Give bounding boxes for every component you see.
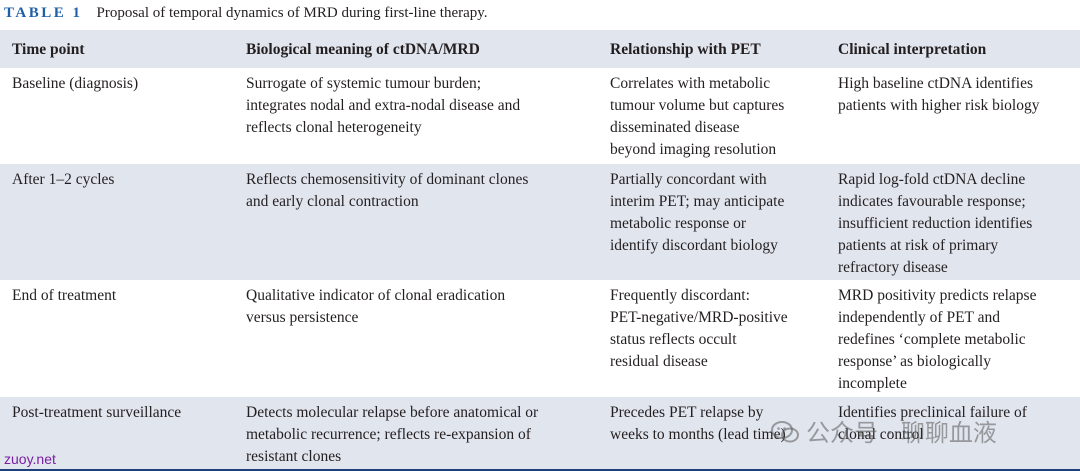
cell-relationship-pet: Correlates with metabolic tumour volume b… — [610, 73, 830, 161]
cell-relationship-pet: Frequently discordant: PET-negative/MRD-p… — [610, 285, 830, 373]
header-relationship-pet: Relationship with PET — [610, 41, 761, 58]
cell-line: integrates nodal and extra-nodal disease… — [246, 97, 521, 114]
cell-line: insufficient reduction identifies — [838, 215, 1033, 232]
cell-line: indicates favourable response; — [838, 193, 1026, 210]
cell-line: redefines ‘complete metabolic — [838, 331, 1026, 348]
cell-line: clonal control — [838, 426, 924, 443]
cell-line: After 1–2 cycles — [12, 171, 115, 188]
header-clinical-interpretation: Clinical interpretation — [838, 41, 987, 58]
table-caption: TABLE 1 Proposal of temporal dynamics of … — [4, 2, 488, 24]
cell-line: response’ as biologically — [838, 353, 991, 370]
cell-line: MRD positivity predicts relapse — [838, 287, 1037, 304]
cell-line: patients at risk of primary — [838, 237, 999, 254]
cell-line: refractory disease — [838, 259, 948, 276]
cell-biological-meaning: Qualitative indicator of clonal eradicat… — [246, 285, 601, 329]
cell-line: residual disease — [610, 353, 708, 370]
site-watermark: zuoy.net — [4, 451, 56, 467]
cell-line: Frequently discordant: — [610, 287, 750, 304]
cell-line: Detects molecular relapse before anatomi… — [246, 404, 539, 421]
cell-line: Reflects chemosensitivity of dominant cl… — [246, 171, 529, 188]
header-biological-meaning: Biological meaning of ctDNA/MRD — [246, 41, 480, 58]
cell-line: Correlates with metabolic — [610, 75, 771, 92]
cell-line: identify discordant biology — [610, 237, 778, 254]
header-time-point: Time point — [12, 41, 85, 58]
cell-time-point: Baseline (diagnosis) — [12, 73, 237, 95]
cell-line: status reflects occult — [610, 331, 737, 348]
cell-line: Partially concordant with — [610, 171, 767, 188]
cell-line: disseminated disease — [610, 119, 740, 136]
cell-line: metabolic response or — [610, 215, 747, 232]
cell-line: metabolic recurrence; reflects re-expans… — [246, 426, 531, 443]
cell-line: Surrogate of systemic tumour burden; — [246, 75, 482, 92]
table-row: Post-treatment surveillance Detects molec… — [0, 397, 1080, 469]
cell-line: beyond imaging resolution — [610, 141, 777, 158]
cell-line: versus persistence — [246, 309, 359, 326]
cell-line: reflects clonal heterogeneity — [246, 119, 422, 136]
mrd-table: Time point Biological meaning of ctDNA/M… — [0, 30, 1080, 469]
cell-time-point: Post-treatment surveillance — [12, 402, 237, 424]
cell-biological-meaning: Detects molecular relapse before anatomi… — [246, 402, 601, 468]
cell-line: Baseline (diagnosis) — [12, 75, 139, 92]
cell-line: Post-treatment surveillance — [12, 404, 182, 421]
cell-line: weeks to months (lead time) — [610, 426, 786, 443]
cell-line: Identifies preclinical failure of — [838, 404, 1027, 421]
cell-relationship-pet: Partially concordant with interim PET; ma… — [610, 169, 830, 257]
cell-line: interim PET; may anticipate — [610, 193, 785, 210]
cell-clinical-interpretation: Identifies preclinical failure of clonal … — [838, 402, 1078, 446]
cell-line: PET-negative/MRD-positive — [610, 309, 788, 326]
table-row: After 1–2 cycles Reflects chemosensitivit… — [0, 164, 1080, 280]
table-bottom-rule — [0, 469, 1080, 471]
table-title: Proposal of temporal dynamics of MRD dur… — [96, 5, 488, 21]
cell-line: tumour volume but captures — [610, 97, 785, 114]
table-row: Baseline (diagnosis) Surrogate of systemi… — [0, 68, 1080, 164]
cell-line: and early clonal contraction — [246, 193, 419, 210]
cell-clinical-interpretation: High baseline ctDNA identifies patients w… — [838, 73, 1078, 117]
cell-line: independently of PET and — [838, 309, 1001, 326]
wechat-icon — [771, 421, 799, 443]
cell-time-point: After 1–2 cycles — [12, 169, 237, 191]
cell-biological-meaning: Reflects chemosensitivity of dominant cl… — [246, 169, 601, 213]
wechat-text: 公众号 · 聊聊血液 — [806, 419, 997, 447]
cell-line: incomplete — [838, 375, 907, 392]
cell-time-point: End of treatment — [12, 285, 237, 307]
cell-clinical-interpretation: Rapid log-fold ctDNA decline indicates fa… — [838, 169, 1078, 279]
cell-line: End of treatment — [12, 287, 117, 304]
table-label: TABLE 1 — [4, 5, 83, 21]
wechat-watermark: 公众号 · 聊聊血液 — [770, 418, 997, 448]
cell-line: patients with higher risk biology — [838, 97, 1040, 114]
cell-line: Precedes PET relapse by — [610, 404, 764, 421]
cell-line: resistant clones — [246, 448, 342, 465]
cell-relationship-pet: Precedes PET relapse by weeks to months (… — [610, 402, 830, 446]
cell-line: High baseline ctDNA identifies — [838, 75, 1033, 92]
cell-line: Qualitative indicator of clonal eradicat… — [246, 287, 506, 304]
cell-clinical-interpretation: MRD positivity predicts relapse independe… — [838, 285, 1078, 395]
cell-biological-meaning: Surrogate of systemic tumour burden; inte… — [246, 73, 601, 139]
table-header-row: Time point Biological meaning of ctDNA/M… — [0, 30, 1080, 68]
cell-line: Rapid log-fold ctDNA decline — [838, 171, 1026, 188]
table-row: End of treatment Qualitative indicator of… — [0, 280, 1080, 397]
